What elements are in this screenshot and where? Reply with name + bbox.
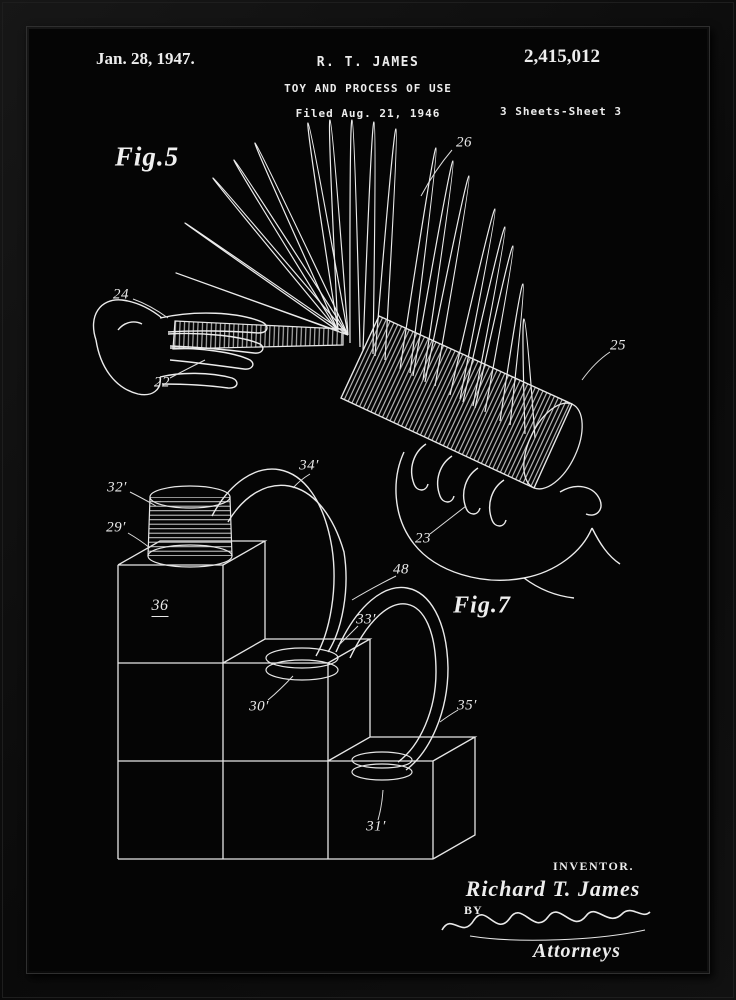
patent-number: 2,415,012 <box>524 46 600 67</box>
figure-7-label: Fig.7 <box>453 592 511 619</box>
part-label-23: 23 <box>415 530 431 547</box>
left-hand <box>92 299 268 396</box>
invention-title: TOY AND PROCESS OF USE <box>284 82 452 95</box>
frame-inner-lip <box>26 26 710 974</box>
patent-poster <box>29 29 707 971</box>
inventor-name-header: R. T. JAMES <box>316 55 420 70</box>
part-label-24: 24 <box>113 286 129 303</box>
inventor-caption: INVENTOR. <box>553 859 634 873</box>
patent-date: Jan. 28, 1947. <box>96 49 195 68</box>
slinky-walking-arcs <box>211 468 449 771</box>
part-label-26: 26 <box>456 134 472 151</box>
part-label-29: 29′ <box>106 519 126 536</box>
attorney-signature-scribble <box>441 909 651 941</box>
inventor-signature: Richard T. James <box>465 876 641 901</box>
coil-on-top-block <box>147 485 233 568</box>
filed-date: Filed Aug. 21, 1946 <box>295 107 441 120</box>
sheet-info: 3 Sheets-Sheet 3 <box>500 105 622 118</box>
part-label-34: 34′ <box>299 457 319 474</box>
coil-on-second-step <box>265 647 339 681</box>
slinky-fan <box>175 119 536 439</box>
part-label-30: 30′ <box>249 698 269 715</box>
right-hand <box>395 443 621 599</box>
part-label-48: 48 <box>393 561 409 578</box>
coil-on-third-step <box>351 751 413 781</box>
by-label: BY <box>464 903 483 917</box>
part-label-33: 33′ <box>356 611 376 628</box>
slinky-coil-stack <box>340 315 583 490</box>
figure-5-label: Fig.5 <box>114 141 180 172</box>
leader-lines <box>127 149 611 821</box>
part-label-22: 22 <box>154 374 170 391</box>
part-label-36: 36 <box>151 597 169 617</box>
part-label-25: 25 <box>610 337 626 354</box>
part-label-31: 31′ <box>366 818 386 835</box>
slinky-flat-band <box>172 320 344 350</box>
part-label-35: 35′ <box>457 697 477 714</box>
attorneys-label: Attorneys <box>533 940 621 962</box>
staircase-blocks <box>117 540 478 860</box>
part-label-32: 32′ <box>107 479 127 496</box>
